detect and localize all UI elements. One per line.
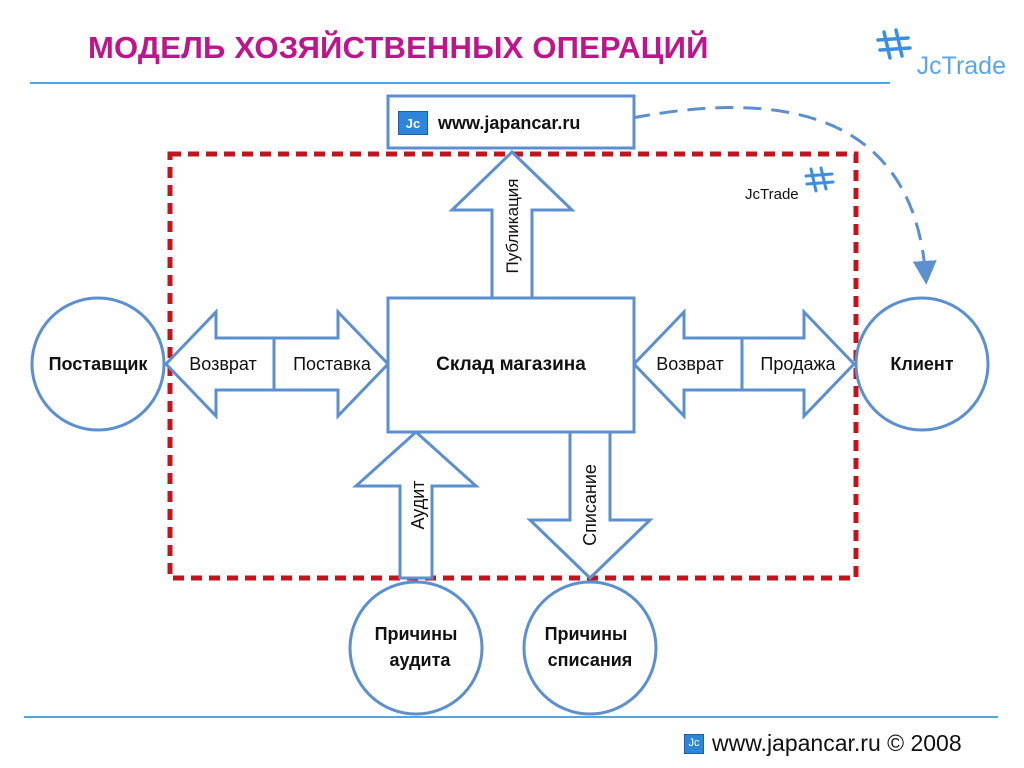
footer-text: www.japancar.ru © 2008 [712,730,962,756]
audit-arrow-label: Аудит [408,480,428,529]
website-label: www.japancar.ru [438,112,581,133]
jctrade-boundary-label: JcTrade [745,186,799,203]
jctrade-logo-icon [876,28,912,69]
header-rule [30,82,890,84]
writeoff-reasons-label-line1: Причины [545,624,628,644]
logo-text: JcTrade [916,52,1006,80]
supplier-node [30,296,166,432]
japancar-footer-icon: Jc [684,733,704,754]
warehouse-label: Склад магазина [436,354,586,375]
website-box [386,94,636,150]
client-return-label: Возврат [656,354,724,374]
audit-reasons-node [348,580,484,716]
japancar-logo-icon: Jc [398,111,428,135]
client-node [854,296,990,432]
footer: Jc www.japancar.ru © 2008 [684,730,962,757]
warehouse-box [386,296,636,434]
audit-arrow [352,429,480,580]
website-to-client-dashed-arrow [631,106,937,285]
jctrade-small-icon [804,166,835,193]
publication-arrow-label: Публикация [503,178,522,273]
client-double-arrow [631,308,857,420]
page-title: МОДЕЛЬ ХОЗЯЙСТВЕННЫХ ОПЕРАЦИЙ [88,30,709,65]
client-sale-label: Продажа [760,354,836,374]
supplier-return-label: Возврат [189,354,257,374]
footer-rule [24,716,998,718]
writeoff-reasons-label-line2: списания [548,650,633,670]
writeoff-reasons-node [522,580,658,716]
writeoff-arrow [526,430,654,581]
writeoff-arrow-label: Списание [580,464,600,546]
client-label: Клиент [890,354,953,374]
audit-reasons-label-line1: Причины [375,624,458,644]
website-box-content: Jc www.japancar.ru [398,111,580,135]
publication-arrow [448,149,576,300]
supplier-label: Поставщик [49,354,149,374]
supplier-delivery-label: Поставка [293,354,372,374]
audit-reasons-label-line2: аудита [390,650,452,670]
